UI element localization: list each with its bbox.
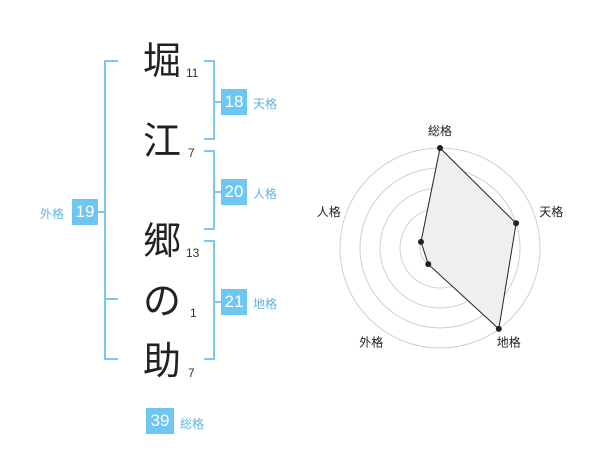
jinkaku-value-badge: 20 bbox=[221, 179, 247, 205]
soukaku-label: 総格 bbox=[180, 417, 205, 431]
name-char-2: 江 bbox=[142, 119, 181, 163]
stroke-count-3: 13 bbox=[186, 246, 200, 260]
radar-point-5 bbox=[417, 238, 424, 245]
stroke-count-2: 7 bbox=[188, 146, 195, 160]
radar-point-3 bbox=[495, 325, 502, 332]
chikaku-label: 地格 bbox=[253, 297, 278, 311]
name-char-3: 郷 bbox=[142, 219, 181, 263]
gaikaku-value-badge: 19 bbox=[72, 199, 98, 225]
stroke-count-1: 11 bbox=[186, 66, 199, 80]
stroke-count-5: 7 bbox=[188, 366, 195, 380]
gaikaku-connector bbox=[98, 211, 104, 213]
jinkaku-bracket-line bbox=[213, 150, 215, 230]
radar-point-2 bbox=[513, 220, 520, 227]
radar-axis-label-5: 人格 bbox=[317, 204, 341, 219]
name-char-1: 堀 bbox=[142, 39, 181, 83]
stroke-count-4: 1 bbox=[190, 306, 197, 320]
radar-axis-label-4: 外格 bbox=[359, 335, 383, 350]
gaikaku-label: 外格 bbox=[40, 207, 65, 221]
tenkaku-value-badge: 18 bbox=[221, 89, 247, 115]
radar-point-1 bbox=[437, 145, 443, 151]
name-char-4: の bbox=[142, 279, 181, 323]
jinkaku-connector bbox=[215, 191, 221, 193]
tenkaku-bracket-top bbox=[204, 60, 215, 62]
chikaku-value-badge: 21 bbox=[221, 289, 247, 315]
jinkaku-label: 人格 bbox=[253, 187, 278, 201]
jinkaku-bracket-bottom bbox=[204, 228, 215, 230]
tenkaku-connector bbox=[215, 101, 221, 103]
gaikaku-bracket-line bbox=[104, 60, 106, 360]
gaikaku-bracket-top bbox=[104, 60, 118, 62]
soukaku-value-badge: 39 bbox=[146, 408, 174, 434]
jinkaku-bracket-top bbox=[204, 150, 215, 152]
chikaku-bracket-line bbox=[213, 240, 215, 360]
gaikaku-bracket-bottom bbox=[104, 358, 118, 360]
chikaku-bracket-top bbox=[204, 240, 215, 242]
name-char-5: 助 bbox=[142, 339, 181, 383]
chikaku-connector bbox=[215, 301, 221, 303]
radar-axis-label-2: 天格 bbox=[539, 204, 563, 219]
radar-data-area bbox=[420, 146, 517, 330]
tenkaku-bracket-line bbox=[213, 60, 215, 140]
radar-point-4 bbox=[425, 261, 432, 268]
tenkaku-bracket-bottom bbox=[204, 138, 215, 140]
radar-axis-label-1: 総格 bbox=[428, 123, 452, 138]
tenkaku-label: 天格 bbox=[253, 97, 278, 111]
radar-axis-label-3: 地格 bbox=[497, 335, 521, 350]
gaikaku-bracket-split bbox=[104, 298, 118, 300]
chikaku-bracket-bottom bbox=[204, 358, 215, 360]
